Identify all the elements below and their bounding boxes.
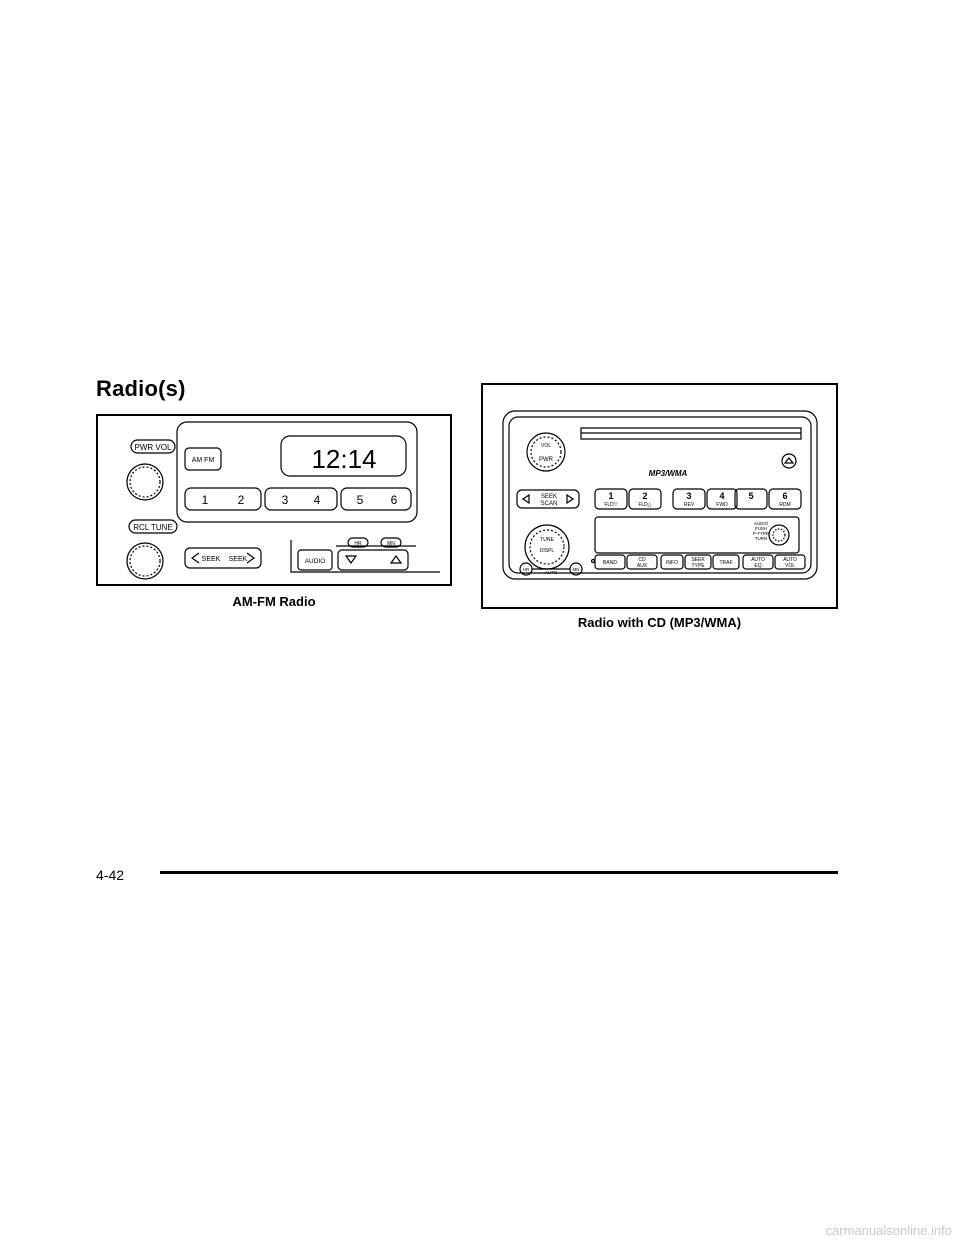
audio-knob-label-2: PUSH (755, 526, 768, 531)
cd-radio-figure: PWR VOL MP3/WMA SEEK SCAN 1 2 3 4 5 6 FL… (481, 383, 838, 609)
am-fm-label: AM FM (192, 457, 215, 464)
band-label: BAND (603, 560, 617, 566)
cd-radio-caption: Radio with CD (MP3/WMA) (577, 615, 742, 630)
preset-5: 5 (357, 493, 364, 507)
audio-knob-label-4: TURN (755, 536, 768, 541)
cd-preset-6-sub: RDM (779, 502, 790, 508)
cd-preset-3-sub: REV (684, 502, 695, 508)
seek-label: SEEK (541, 494, 557, 500)
audio-label: AUDIO (305, 558, 326, 565)
aux-label: AUX (637, 563, 648, 569)
cd-radio-illustration: PWR VOL MP3/WMA SEEK SCAN 1 2 3 4 5 6 FL… (502, 410, 818, 580)
cd-label: CD (638, 557, 646, 563)
footer-rule (160, 871, 838, 874)
seek-right-label: SEEK (229, 556, 248, 563)
clock-display: 12:14 (311, 444, 376, 474)
preset-3: 3 (282, 493, 289, 507)
cd-auto-label: AUTO (545, 570, 558, 575)
preset-1: 1 (202, 493, 209, 507)
seek-left-label: SEEK (202, 556, 221, 563)
audio-knob-label-1: AUDIO (754, 521, 769, 526)
displ-label: DISPL (540, 548, 555, 554)
section-heading: Radio(s) (96, 376, 186, 401)
cd-hr-label: HR (523, 567, 530, 572)
preset-4: 4 (314, 493, 321, 507)
auto-vol-label-1: AUTO (783, 557, 797, 563)
am-fm-radio-illustration: PWR VOL RCL TUNE AM FM 12:14 1 2 3 4 5 6… (126, 421, 440, 580)
pwr-vol-label: PWR VOL (135, 443, 172, 452)
info-label: INFO (666, 560, 678, 566)
cd-preset-6: 6 (782, 491, 787, 501)
cd-preset-2: 2 (642, 491, 647, 501)
audio-knob-label-3: P-TYPE (753, 531, 769, 536)
cd-preset-2-sub: FLD△ (638, 502, 651, 508)
auto-eq-label-1: AUTO (751, 557, 765, 563)
preset-6: 6 (391, 493, 398, 507)
vol-label: VOL (541, 443, 551, 449)
cd-preset-4: 4 (719, 491, 724, 501)
pwr-label: PWR (539, 457, 554, 463)
auto-vol-label-2: VOL (785, 563, 795, 569)
preset-2: 2 (238, 493, 245, 507)
rcl-tune-label: RCL TUNE (133, 523, 173, 532)
tune-label: TUNE (540, 537, 554, 543)
hr-label: HR (354, 541, 362, 547)
am-fm-radio-figure: PWR VOL RCL TUNE AM FM 12:14 1 2 3 4 5 6… (96, 414, 452, 586)
auto-eq-label-2: EQ (754, 563, 761, 569)
watermark: carmanualsonline.info (825, 1223, 952, 1238)
cd-preset-1-sub: FLD▽ (604, 502, 617, 508)
seek-type-label-1: SEEK (691, 557, 705, 563)
mp3-wma-logo: MP3/WMA (649, 469, 688, 478)
cd-preset-4-sub: FWD (716, 502, 728, 508)
cd-preset-5: 5 (748, 491, 753, 501)
mn-label: MN (387, 541, 395, 547)
traf-label: TRAF (719, 560, 732, 566)
cd-preset-1: 1 (608, 491, 613, 501)
seek-type-label-2: TYPE (691, 563, 705, 569)
cd-preset-3: 3 (686, 491, 691, 501)
page-number: 4-42 (96, 867, 125, 883)
scan-label: SCAN (541, 501, 558, 507)
am-fm-radio-caption: AM-FM Radio (232, 594, 316, 609)
cd-mn-label: MN (573, 567, 580, 572)
